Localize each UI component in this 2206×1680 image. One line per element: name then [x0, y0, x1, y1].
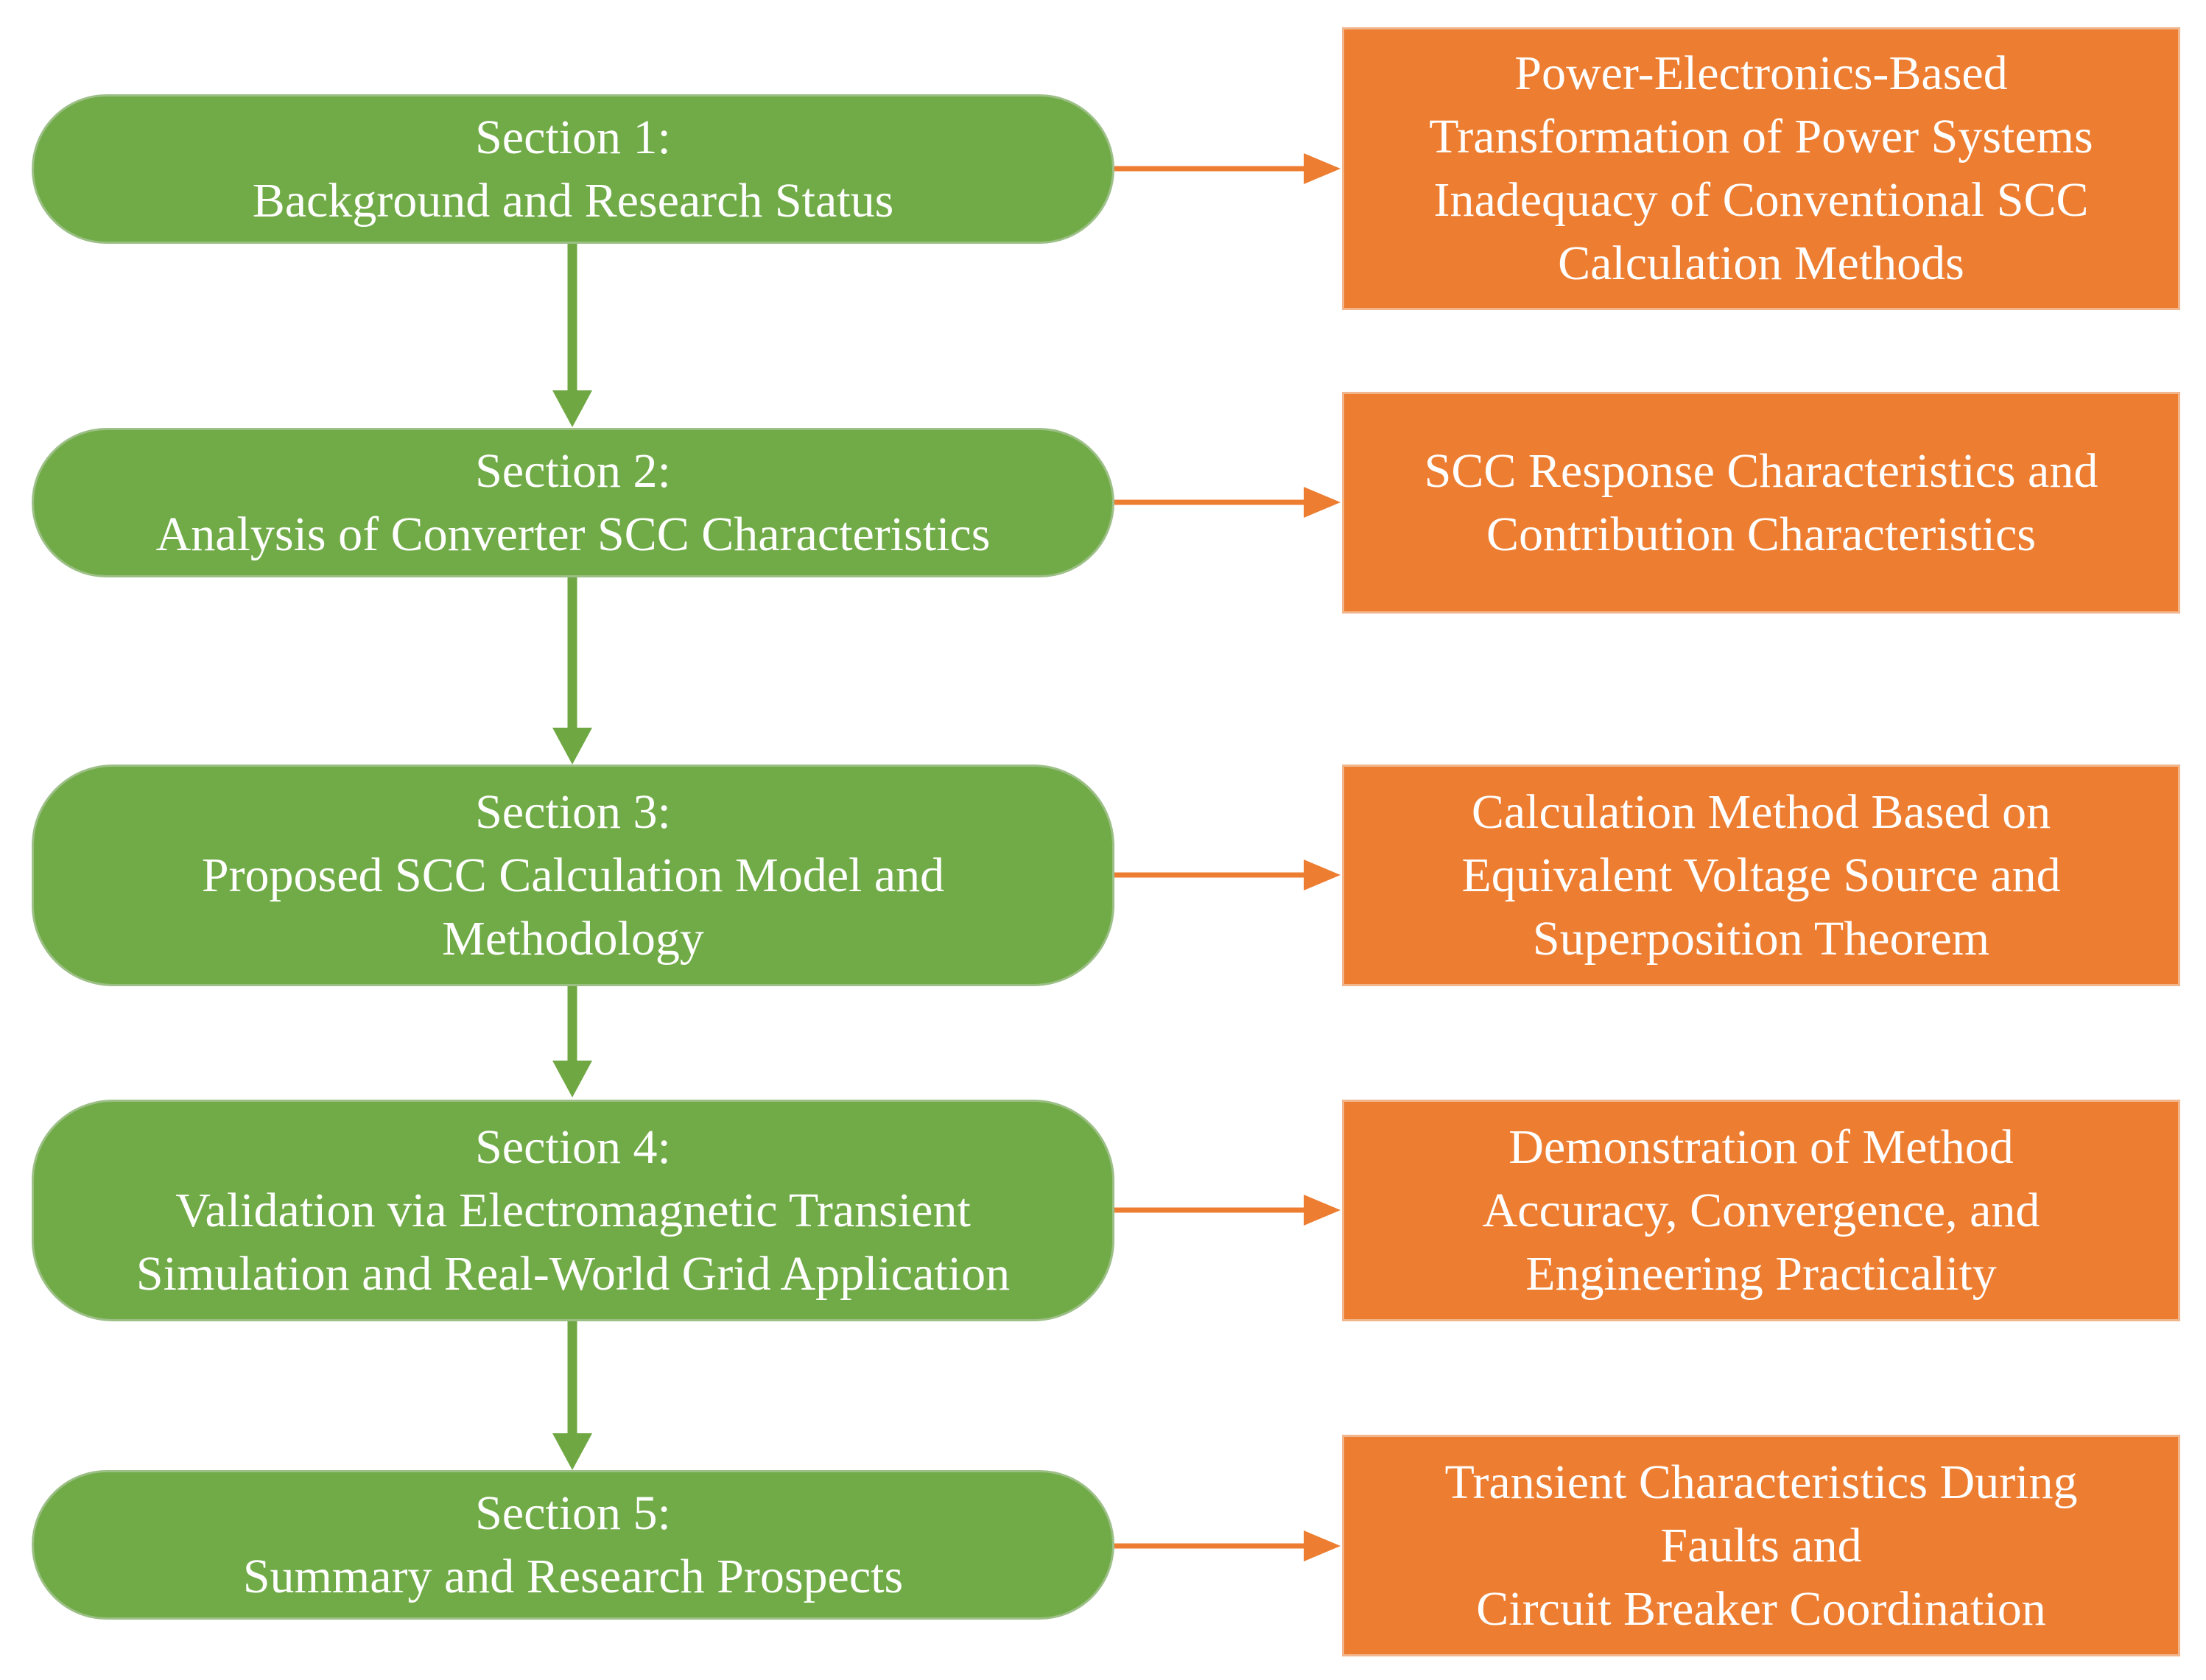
section-2-node: Section 2: Analysis of Converter SCC Cha…: [32, 428, 1114, 577]
section-1-summary-line-2: Transformation of Power Systems: [1429, 110, 2093, 164]
section-4-heading: Section 4:: [475, 1120, 671, 1174]
section-3-summary-line-3: Superposition Theorem: [1532, 911, 1990, 966]
arrowhead-2-to-3: [552, 728, 592, 765]
section-1-summary-line-4: Calculation Methods: [1558, 236, 1964, 290]
section-5-heading: Section 5:: [475, 1486, 671, 1540]
section-2-summary-line-1: SCC Response Characteristics and: [1424, 443, 2098, 498]
section-3-summary-box: Calculation Method Based on Equivalent V…: [1342, 765, 2180, 986]
arrowhead-section-1-summary: [1304, 153, 1341, 184]
section-1-title-line-1: Background and Research Status: [252, 173, 894, 228]
section-1-summary-box: Power-Electronics-Based Transformation o…: [1342, 27, 2180, 310]
section-3-heading: Section 3:: [475, 784, 671, 839]
vertical-connectors: [552, 242, 592, 1470]
section-2-summary-line-2: Contribution Characteristics: [1486, 507, 2036, 561]
section-5-summary-line-1: Transient Characteristics During: [1444, 1455, 2078, 1509]
arrowhead-section-4-summary: [1304, 1195, 1341, 1226]
section-4-title-line-1: Validation via Electromagnetic Transient: [175, 1183, 971, 1237]
arrowhead-section-3-summary: [1304, 860, 1341, 890]
arrowhead-section-2-summary: [1304, 487, 1341, 518]
section-4-summary-line-3: Engineering Practicality: [1525, 1246, 1997, 1301]
section-5-title-line-1: Summary and Research Prospects: [242, 1549, 904, 1603]
section-5-node: Section 5: Summary and Research Prospect…: [32, 1470, 1114, 1620]
arrowhead-4-to-5: [552, 1433, 592, 1470]
section-1-node: Section 1: Background and Research Statu…: [32, 94, 1114, 244]
section-5-summary-line-3: Circuit Breaker Coordination: [1476, 1581, 2046, 1636]
section-1-heading: Section 1:: [475, 110, 671, 164]
arrowhead-section-5-summary: [1304, 1530, 1341, 1561]
section-1-summary-line-3: Inadequacy of Conventional SCC: [1433, 173, 2089, 227]
arrowhead-3-to-4: [552, 1061, 592, 1097]
section-2-title-line-1: Analysis of Converter SCC Characteristic…: [155, 507, 991, 561]
section-4-title-line-2: Simulation and Real-World Grid Applicati…: [136, 1246, 1011, 1301]
section-4-summary-line-1: Demonstration of Method: [1508, 1120, 2014, 1174]
section-3-summary-line-2: Equivalent Voltage Source and: [1461, 848, 2061, 902]
section-3-summary-line-1: Calculation Method Based on: [1471, 784, 2051, 839]
section-3-node: Section 3: Proposed SCC Calculation Mode…: [32, 765, 1114, 986]
section-3-title-line-1: Proposed SCC Calculation Model and: [201, 848, 945, 902]
section-5-summary-line-2: Faults and: [1660, 1518, 1862, 1572]
section-4-summary-box: Demonstration of Method Accuracy, Conver…: [1342, 1100, 2180, 1321]
section-4-node: Section 4: Validation via Electromagneti…: [32, 1100, 1114, 1321]
section-2-heading: Section 2:: [475, 443, 671, 498]
section-3-title-line-2: Methodology: [442, 911, 704, 966]
arrowhead-1-to-2: [552, 390, 592, 427]
horizontal-connectors: [1114, 153, 1341, 1561]
section-1-summary-line-1: Power-Electronics-Based: [1514, 46, 2008, 100]
section-5-summary-box: Transient Characteristics During Faults …: [1342, 1435, 2180, 1656]
section-2-summary-box: SCC Response Characteristics and Contrib…: [1342, 392, 2180, 614]
section-4-summary-line-2: Accuracy, Convergence, and: [1482, 1183, 2040, 1237]
